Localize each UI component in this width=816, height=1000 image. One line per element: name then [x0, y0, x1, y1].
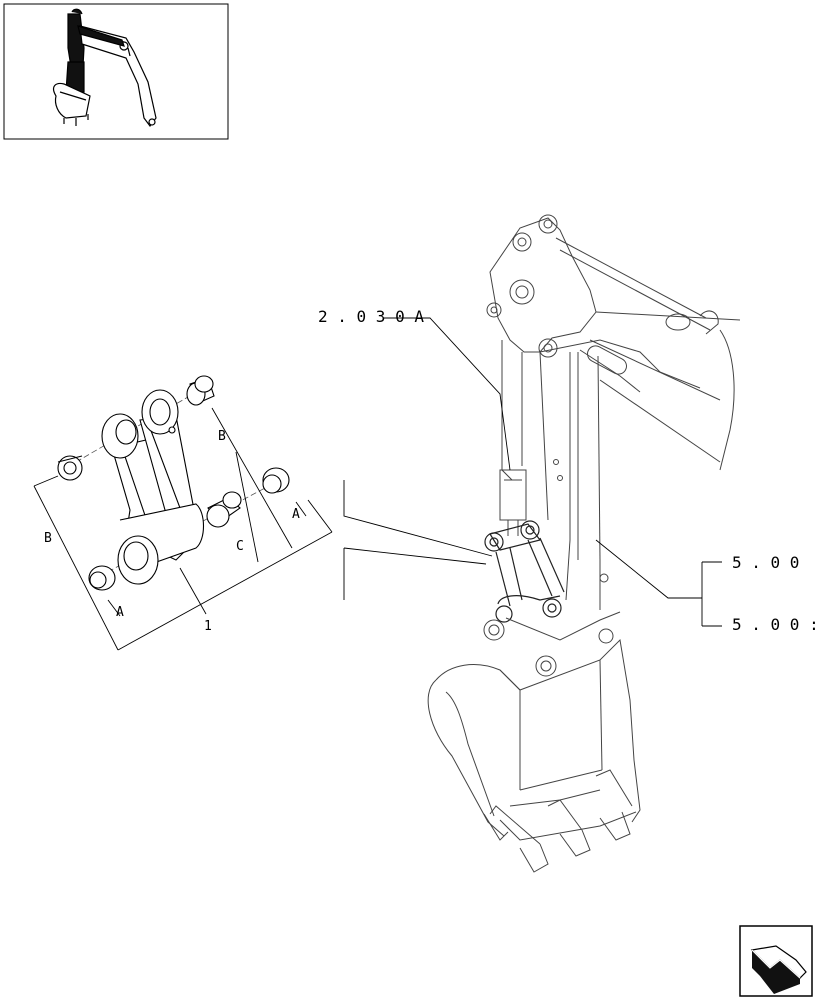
tag-b-left: B [44, 531, 52, 546]
bushing-b-left [57, 455, 83, 481]
thumbnail-frame[interactable] [3, 3, 229, 140]
ref-label-500-upper[interactable]: 5 . 0 0 [732, 553, 799, 572]
bushing-a-left [88, 565, 116, 591]
link-exploded-view [33, 375, 333, 651]
link-boss-upper-right [141, 389, 179, 435]
tag-a-lower: A [116, 605, 124, 620]
tag-a-right: A [292, 507, 300, 522]
excavator-arm-thumbnail [52, 8, 157, 127]
tag-b-top: B [218, 429, 226, 444]
ref-label-2030a[interactable]: 2 . 0 3 0 A [318, 307, 424, 326]
link-boss-upper-left [101, 413, 139, 459]
leader-lines [343, 317, 722, 627]
item-number-1: 1 [204, 619, 212, 634]
tag-c: C [236, 539, 244, 554]
ref-label-500-lower[interactable]: 5 . 0 0 : [732, 615, 816, 634]
next-page-arrow-icon[interactable] [739, 925, 813, 997]
link-boss-lower [117, 535, 159, 585]
bushing-a-right [262, 467, 290, 494]
dipper-arm-assembly [427, 214, 741, 873]
bushing-b-top [186, 375, 215, 406]
bushing-c [206, 491, 242, 528]
